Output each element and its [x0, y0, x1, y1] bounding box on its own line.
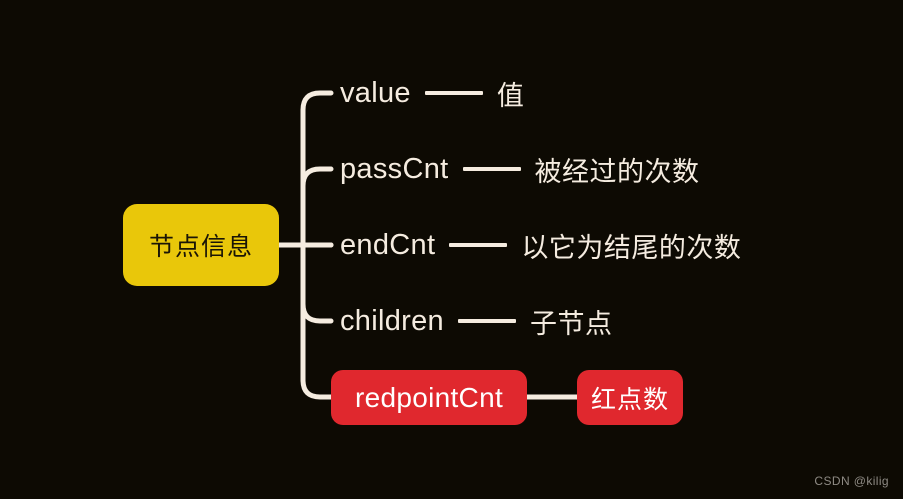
branch-value[interactable]: value 值 [340, 71, 524, 115]
connector-branch-2 [300, 166, 334, 189]
branch-endcnt-key: endCnt [340, 228, 436, 261]
branch-children-description: 子节点 [529, 308, 613, 340]
root-node[interactable]: 节点信息 [123, 204, 279, 286]
branch-value-separator-icon [424, 91, 483, 95]
root-node-label: 节点信息 [148, 232, 253, 261]
watermark: CSDN @kilig [814, 474, 889, 488]
branch-endcnt-description: 以它为结尾的次数 [521, 232, 742, 264]
branch-redpointcnt-description-node[interactable]: 红点数 [577, 370, 683, 425]
branch-redpointcnt-description: 红点数 [590, 384, 669, 414]
branch-endcnt[interactable]: endCnt 以它为结尾的次数 [340, 223, 741, 267]
connector-branch-1 [300, 90, 334, 113]
branch-value-key: value [340, 76, 411, 109]
branch-passcnt[interactable]: passCnt 被经过的次数 [340, 147, 700, 191]
branch-children-key: children [340, 304, 444, 337]
branch-passcnt-key: passCnt [340, 152, 449, 185]
branch-children-separator-icon [457, 319, 516, 323]
branch-endcnt-separator-icon [449, 243, 508, 247]
branch-value-description: 值 [496, 80, 525, 112]
branch-redpointcnt-node[interactable]: redpointCnt [331, 370, 527, 425]
branch-passcnt-separator-icon [462, 167, 521, 171]
branch-redpointcnt-key: redpointCnt [354, 381, 504, 413]
branch-children[interactable]: children 子节点 [340, 299, 612, 343]
branch-passcnt-description: 被经过的次数 [534, 156, 700, 188]
connector-branch-4 [300, 301, 334, 324]
connector-branch-5 [300, 377, 334, 400]
